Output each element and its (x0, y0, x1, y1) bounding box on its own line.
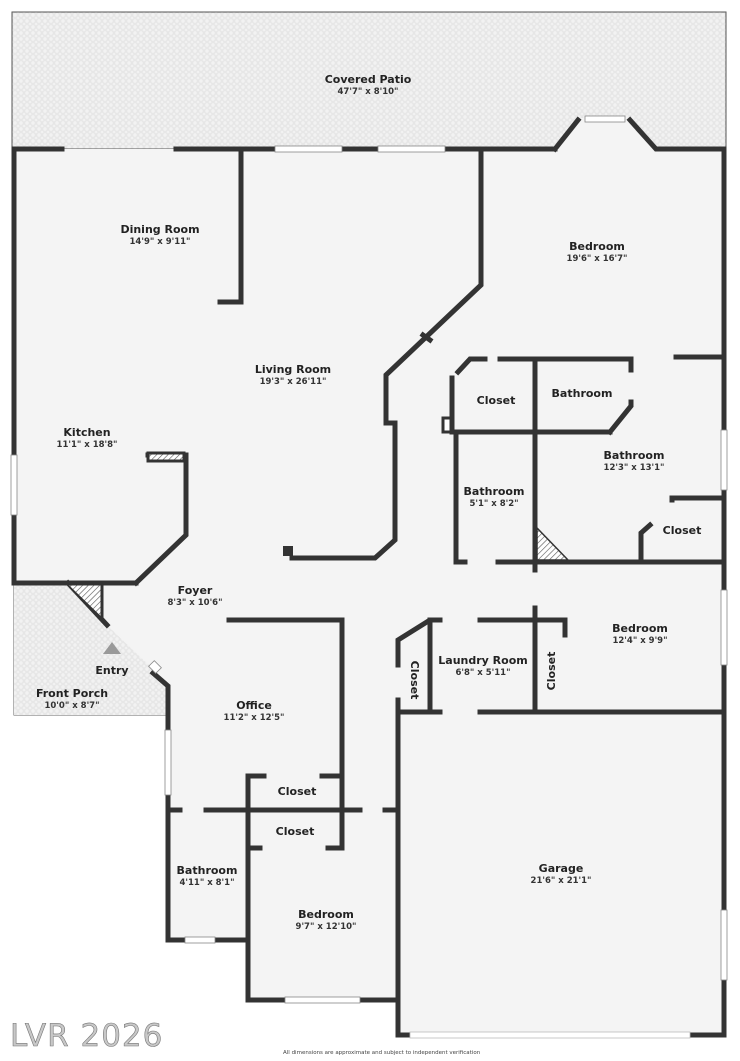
room-dimensions: 14'9" x 9'11" (129, 236, 191, 247)
room-bathroom-hall: Bathroom 5'1" x 8'2" (464, 485, 525, 509)
room-closet-bedroom-lower: Closet (276, 825, 315, 839)
room-name: Laundry Room (438, 653, 528, 667)
hatched-corner (536, 526, 570, 561)
disclaimer: All dimensions are approximate and subje… (283, 1050, 481, 1056)
room-dimensions: 10'0" x 8'7" (44, 700, 100, 711)
room-dimensions: 19'6" x 16'7" (566, 253, 628, 264)
room-dimensions: 9'7" x 12'10" (295, 921, 357, 932)
interior-floor (14, 118, 724, 1035)
room-dimensions: 11'1" x 18'8" (56, 439, 118, 450)
room-dimensions: 8'3" x 10'6" (167, 597, 223, 608)
room-covered-patio: Covered Patio 47'7" x 8'10" (325, 73, 412, 97)
room-closet-upper: Closet (477, 394, 516, 408)
room-entry: Entry (95, 664, 128, 678)
room-laundry-room: Laundry Room 6'8" x 5'11" (438, 654, 527, 678)
room-name: Foyer (177, 583, 213, 597)
room-name: Closet (407, 660, 421, 700)
room-name: Closet (275, 825, 315, 839)
room-foyer: Foyer 8'3" x 10'6" (167, 584, 222, 608)
room-office: Office 11'2" x 12'5" (224, 699, 285, 723)
room-bedroom-lower: Bedroom 9'7" x 12'10" (296, 908, 357, 932)
room-name: Closet (277, 785, 317, 799)
room-name: Closet (476, 394, 516, 408)
room-name: Closet (545, 651, 559, 691)
room-living-room: Living Room 19'3" x 26'11" (255, 363, 331, 387)
windows (10, 115, 728, 1039)
room-name: Bathroom (463, 484, 525, 498)
room-name: Front Porch (35, 686, 109, 700)
room-name: Living Room (254, 362, 332, 376)
room-closet-primary: Closet (663, 524, 702, 538)
room-kitchen: Kitchen 11'1" x 18'8" (57, 426, 118, 450)
room-closet-laundry-left: Closet (407, 661, 421, 700)
room-name: Garage (538, 861, 584, 875)
room-name: Entry (95, 664, 129, 678)
room-dimensions: 11'2" x 12'5" (223, 712, 285, 723)
room-dimensions: 5'1" x 8'2" (469, 498, 519, 509)
room-name: Bathroom (551, 387, 613, 401)
entry-arrow-icon (103, 642, 121, 654)
room-dining-room: Dining Room 14'9" x 9'11" (120, 223, 199, 247)
room-dimensions: 12'4" x 9'9" (612, 635, 668, 646)
room-closet-laundry-right: Closet (545, 652, 559, 691)
room-name: Dining Room (120, 222, 200, 236)
room-name: Bedroom (612, 621, 668, 635)
room-bathroom-primary: Bathroom 12'3" x 13'1" (604, 449, 665, 473)
room-name: Closet (662, 524, 702, 538)
room-front-porch: Front Porch 10'0" x 8'7" (36, 687, 108, 711)
room-name: Kitchen (63, 425, 111, 439)
room-bedroom-right: Bedroom 12'4" x 9'9" (612, 622, 668, 646)
room-dimensions: 6'8" x 5'11" (455, 667, 511, 678)
room-bathroom-upper: Bathroom (552, 387, 613, 401)
room-dimensions: 21'6" x 21'1" (530, 875, 592, 886)
room-dimensions: 12'3" x 13'1" (603, 462, 665, 473)
room-name: Bathroom (176, 863, 238, 877)
room-name: Bedroom (569, 239, 625, 253)
watermark: LVR 2026 (10, 1018, 164, 1055)
room-garage: Garage 21'6" x 21'1" (531, 862, 592, 886)
room-dimensions: 19'3" x 26'11" (259, 376, 327, 387)
room-name: Bedroom (298, 907, 354, 921)
room-closet-office: Closet (278, 785, 317, 799)
kitchen-counter (146, 451, 186, 463)
room-name: Bathroom (603, 448, 665, 462)
room-dimensions: 4'11" x 8'1" (179, 877, 235, 888)
room-dimensions: 47'7" x 8'10" (337, 86, 399, 97)
room-primary-bedroom: Bedroom 19'6" x 16'7" (567, 240, 628, 264)
room-bathroom-lower: Bathroom 4'11" x 8'1" (177, 864, 238, 888)
hatched-column (66, 584, 102, 619)
room-name: Covered Patio (324, 72, 412, 86)
room-name: Office (236, 698, 272, 712)
